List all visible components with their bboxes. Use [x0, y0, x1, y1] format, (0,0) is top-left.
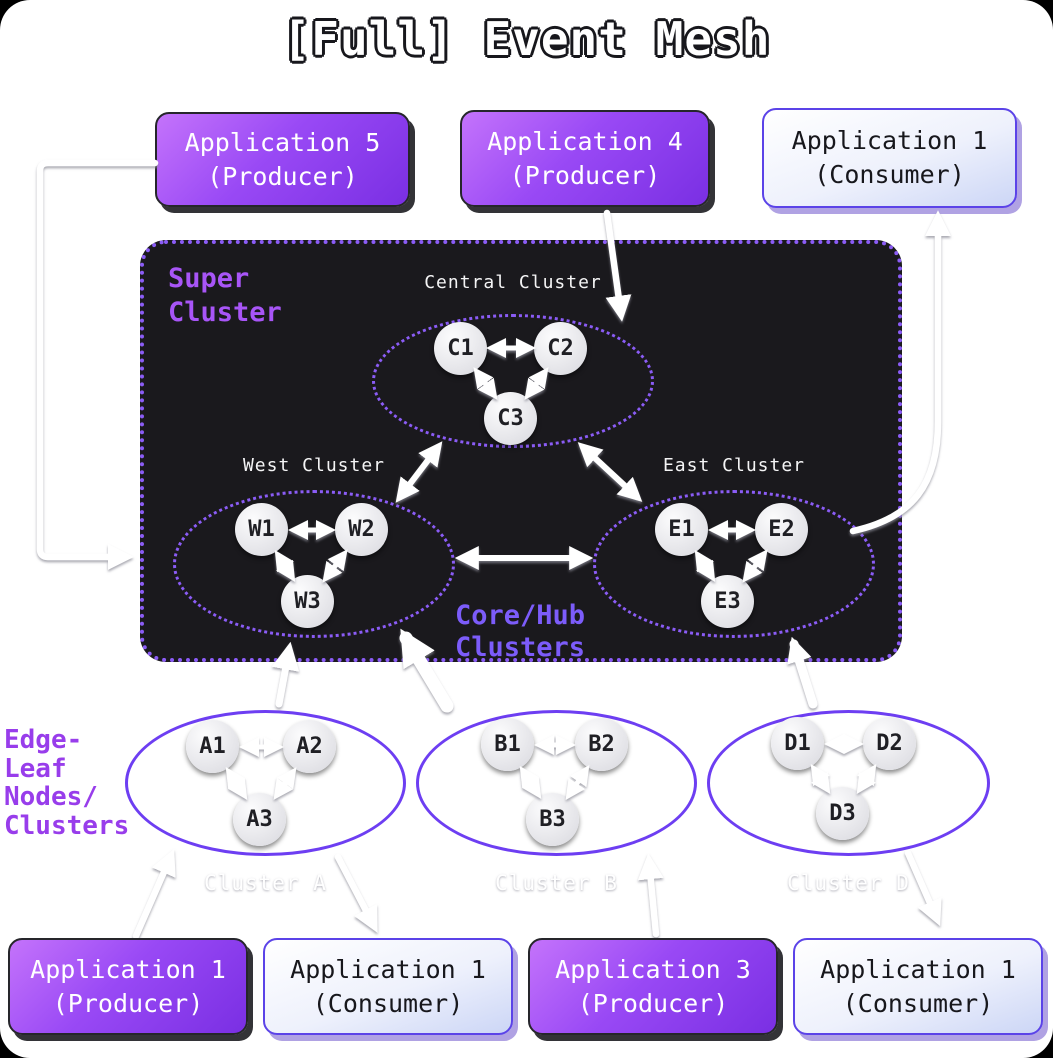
app-name: Application 5 [184, 127, 381, 157]
app-role: (Producer) [577, 988, 729, 1018]
broker-node-w1: W1 [235, 503, 288, 556]
app-box-application5-producer: Application 5 (Producer) [155, 112, 410, 207]
central-cluster-ellipse [372, 314, 654, 448]
broker-node-b2: B2 [575, 718, 628, 771]
broker-node-e1: E1 [655, 503, 708, 556]
broker-node-d2: D2 [863, 717, 916, 770]
app-box-application1-consumer-bottom-right: Application 1 (Consumer) [793, 938, 1043, 1035]
super-cluster-label-line1: Super [168, 263, 250, 294]
edge-leaf-clusters-label: Edge- Leaf Nodes/ Clusters [4, 726, 129, 840]
app-box-application1-consumer-top: Application 1 (Consumer) [762, 108, 1017, 208]
broker-node-d3: D3 [816, 787, 869, 840]
app-box-application4-producer: Application 4 (Producer) [460, 110, 710, 207]
app-name: Application 1 [820, 954, 1016, 984]
east-cluster-label: East Cluster [662, 455, 806, 476]
app-box-application1-producer-bottom: Application 1 (Producer) [8, 938, 248, 1035]
broker-node-c1: C1 [434, 322, 487, 375]
super-cluster-label: Super Cluster [168, 262, 282, 330]
broker-node-d1: D1 [771, 717, 824, 770]
edge-cluster-b-label: Cluster B [495, 871, 618, 895]
edge-cluster-d-ellipse [707, 710, 990, 856]
edge-label-line4: Clusters [4, 810, 130, 841]
broker-node-c3: C3 [484, 392, 537, 445]
edge-label-line2: Leaf [4, 753, 67, 784]
broker-node-b1: B1 [481, 718, 534, 771]
core-hub-label-line1: Core/Hub [455, 600, 586, 631]
broker-node-a2: A2 [283, 720, 336, 773]
central-cluster-label: Central Cluster [424, 272, 602, 293]
app-name: Application 3 [555, 954, 751, 984]
edge-cluster-a-ellipse [125, 710, 406, 856]
edge-cluster-d-label: Cluster D [787, 871, 910, 895]
broker-node-a1: A1 [186, 720, 239, 773]
edge-cluster-a-label: Cluster A [204, 871, 327, 895]
west-cluster-ellipse [173, 490, 455, 638]
app-box-application1-consumer-bottom: Application 1 (Consumer) [263, 938, 513, 1035]
broker-node-b3: B3 [526, 793, 579, 846]
west-cluster-label: West Cluster [242, 455, 386, 476]
app-role: (Producer) [207, 161, 358, 191]
app-role: (Consumer) [814, 160, 965, 189]
app-role: (Consumer) [842, 988, 994, 1018]
east-cluster-ellipse [593, 490, 875, 638]
broker-node-w2: W2 [335, 503, 388, 556]
app-name: Application 1 [791, 126, 988, 156]
app-role: (Consumer) [312, 988, 464, 1018]
app-name: Application 1 [290, 954, 486, 984]
broker-node-a3: A3 [233, 793, 286, 846]
edge-label-line1: Edge- [4, 725, 83, 755]
broker-node-c2: C2 [534, 322, 587, 375]
edge-label-line3: Nodes/ [4, 782, 98, 813]
app-name: Application 4 [487, 126, 683, 156]
diagram-title: [Full] Event Mesh [282, 12, 771, 66]
app-role: (Producer) [509, 160, 661, 190]
broker-node-e3: E3 [701, 575, 754, 628]
arrow-app1-producer-to-cluster-a [132, 848, 176, 940]
super-cluster-label-line2: Cluster [168, 296, 282, 328]
core-hub-clusters-label: Core/Hub Clusters [455, 600, 585, 665]
arrow-app5-to-west-cluster [36, 159, 159, 570]
app-box-application3-producer-bottom: Application 3 (Producer) [528, 938, 778, 1035]
edge-cluster-b-ellipse [416, 710, 697, 856]
broker-node-w3: W3 [281, 575, 334, 628]
app-role: (Producer) [52, 988, 204, 1018]
app-name: Application 1 [30, 954, 226, 984]
core-hub-label-line2: Clusters [455, 632, 586, 664]
broker-node-e2: E2 [755, 503, 808, 556]
